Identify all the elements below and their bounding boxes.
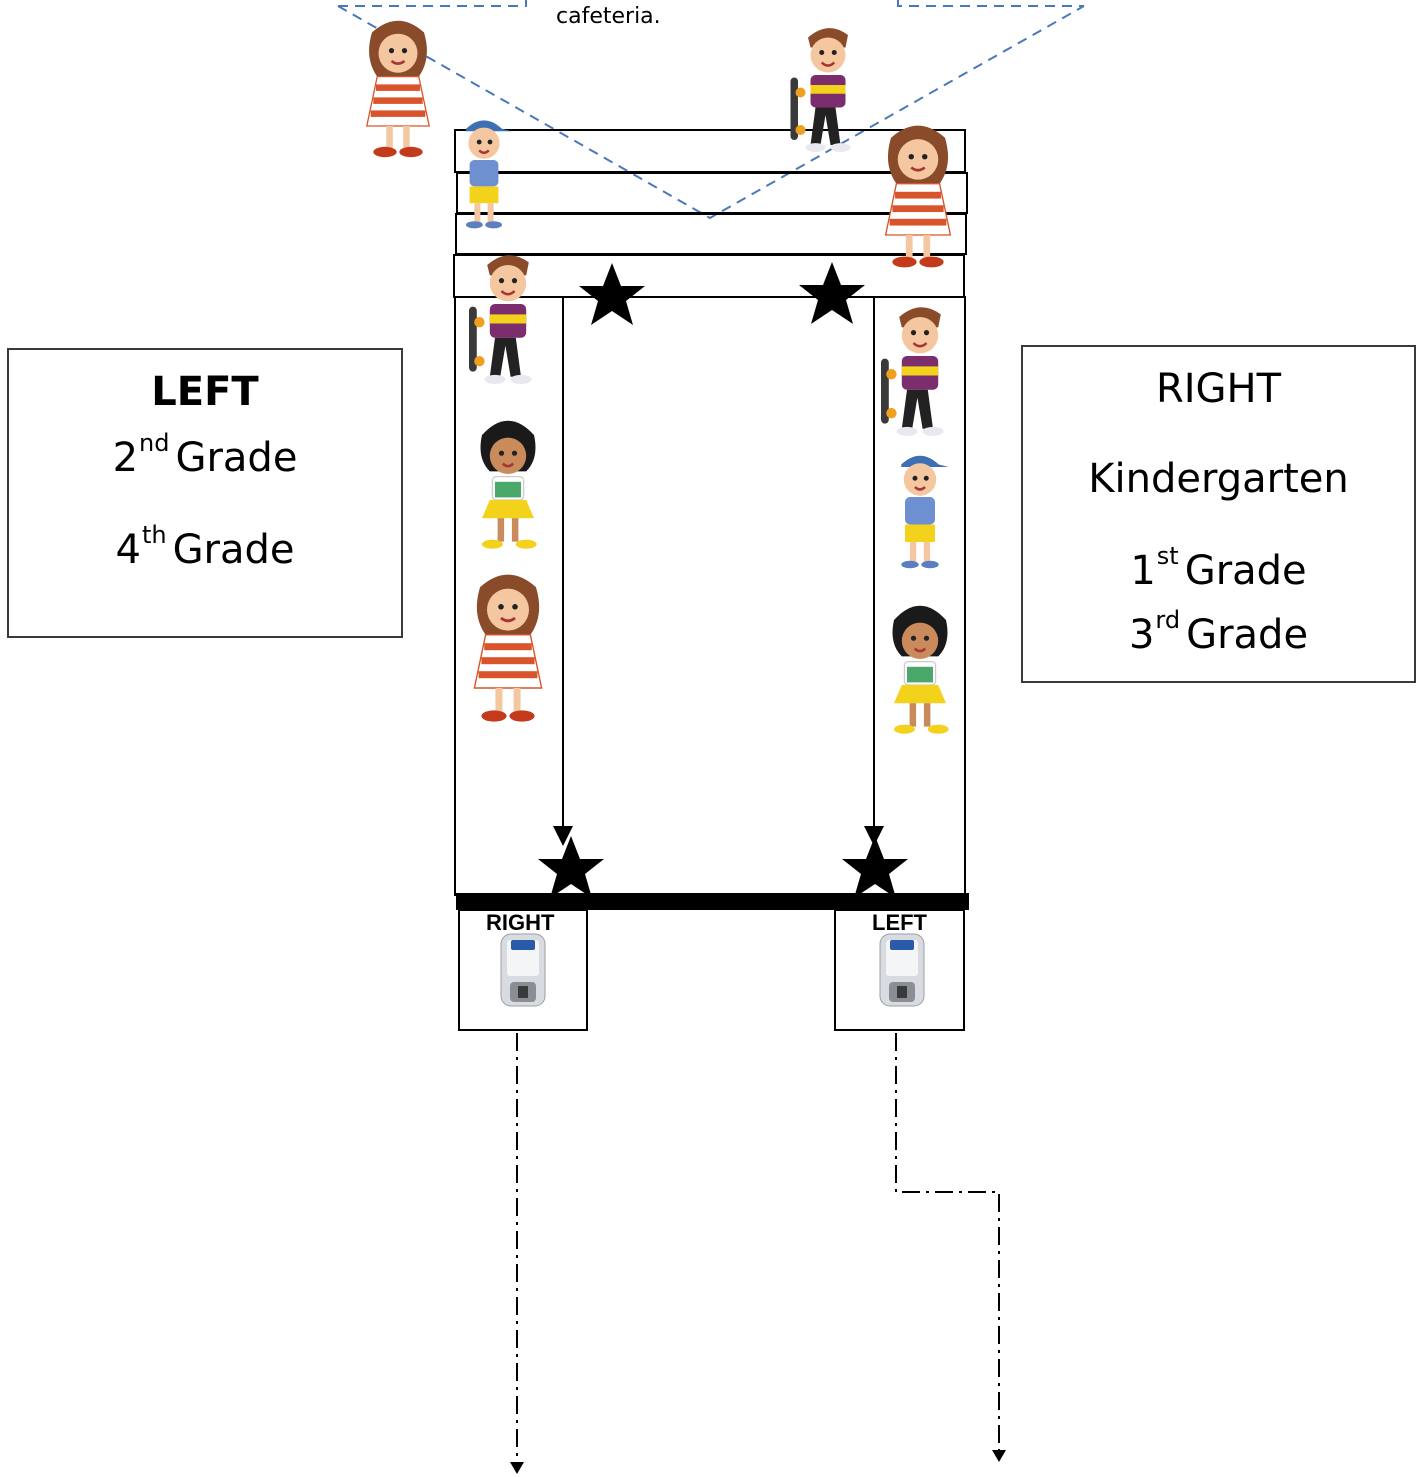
grade-suffix: nd [139, 429, 170, 457]
exit-arrow-right-icon [992, 1450, 1006, 1462]
exit-path-right [895, 1033, 1000, 1450]
station-label-left: LEFT [872, 910, 927, 935]
cafeteria-caption: cafeteria. [556, 4, 661, 29]
grade-word: Grade [1186, 612, 1309, 658]
sanitizer-station-right [834, 909, 965, 1031]
boy-skateboard-icon [879, 305, 945, 438]
star-icon [579, 263, 645, 325]
girl-books-icon [479, 419, 538, 551]
left-panel-title: LEFT [151, 369, 259, 415]
star-icon [842, 836, 908, 898]
exit-arrow-left-icon [510, 1462, 524, 1474]
boy-cap-icon [900, 454, 950, 570]
grade-word: Grade [172, 527, 295, 573]
grade-number: 4 [115, 527, 141, 573]
exit-bar [456, 893, 969, 910]
grade-number: 1 [1130, 548, 1156, 594]
grade-word: Grade [175, 435, 298, 481]
grade-number: 3 [1128, 612, 1155, 658]
girl-striped-dress-icon [472, 573, 543, 723]
girl-striped-dress-icon [884, 124, 952, 269]
lane-row-2 [456, 172, 968, 214]
hand-sanitizer-icon [500, 933, 546, 1007]
hand-sanitizer-icon [879, 933, 925, 1007]
boy-skateboard-icon [789, 26, 852, 154]
grade-suffix: th [141, 521, 167, 549]
right-panel-kindergarten: Kindergarten [1088, 456, 1349, 502]
girl-striped-dress-icon [365, 19, 431, 159]
grade-suffix: st [1156, 542, 1179, 570]
sanitizer-station-left [458, 909, 588, 1031]
cafeteria-dashed-boundary [337, 0, 1085, 220]
grade-word: Grade [1184, 548, 1307, 594]
girl-books-icon [891, 604, 950, 736]
grade-suffix: rd [1155, 606, 1181, 634]
right-panel-title: RIGHT [1155, 366, 1282, 412]
star-icon [538, 836, 604, 898]
boy-skateboard-icon [467, 253, 533, 386]
lane-row-4 [453, 254, 965, 298]
grade-number: 2 [112, 435, 139, 481]
station-label-right: RIGHT [486, 910, 555, 935]
star-icon [799, 262, 865, 324]
